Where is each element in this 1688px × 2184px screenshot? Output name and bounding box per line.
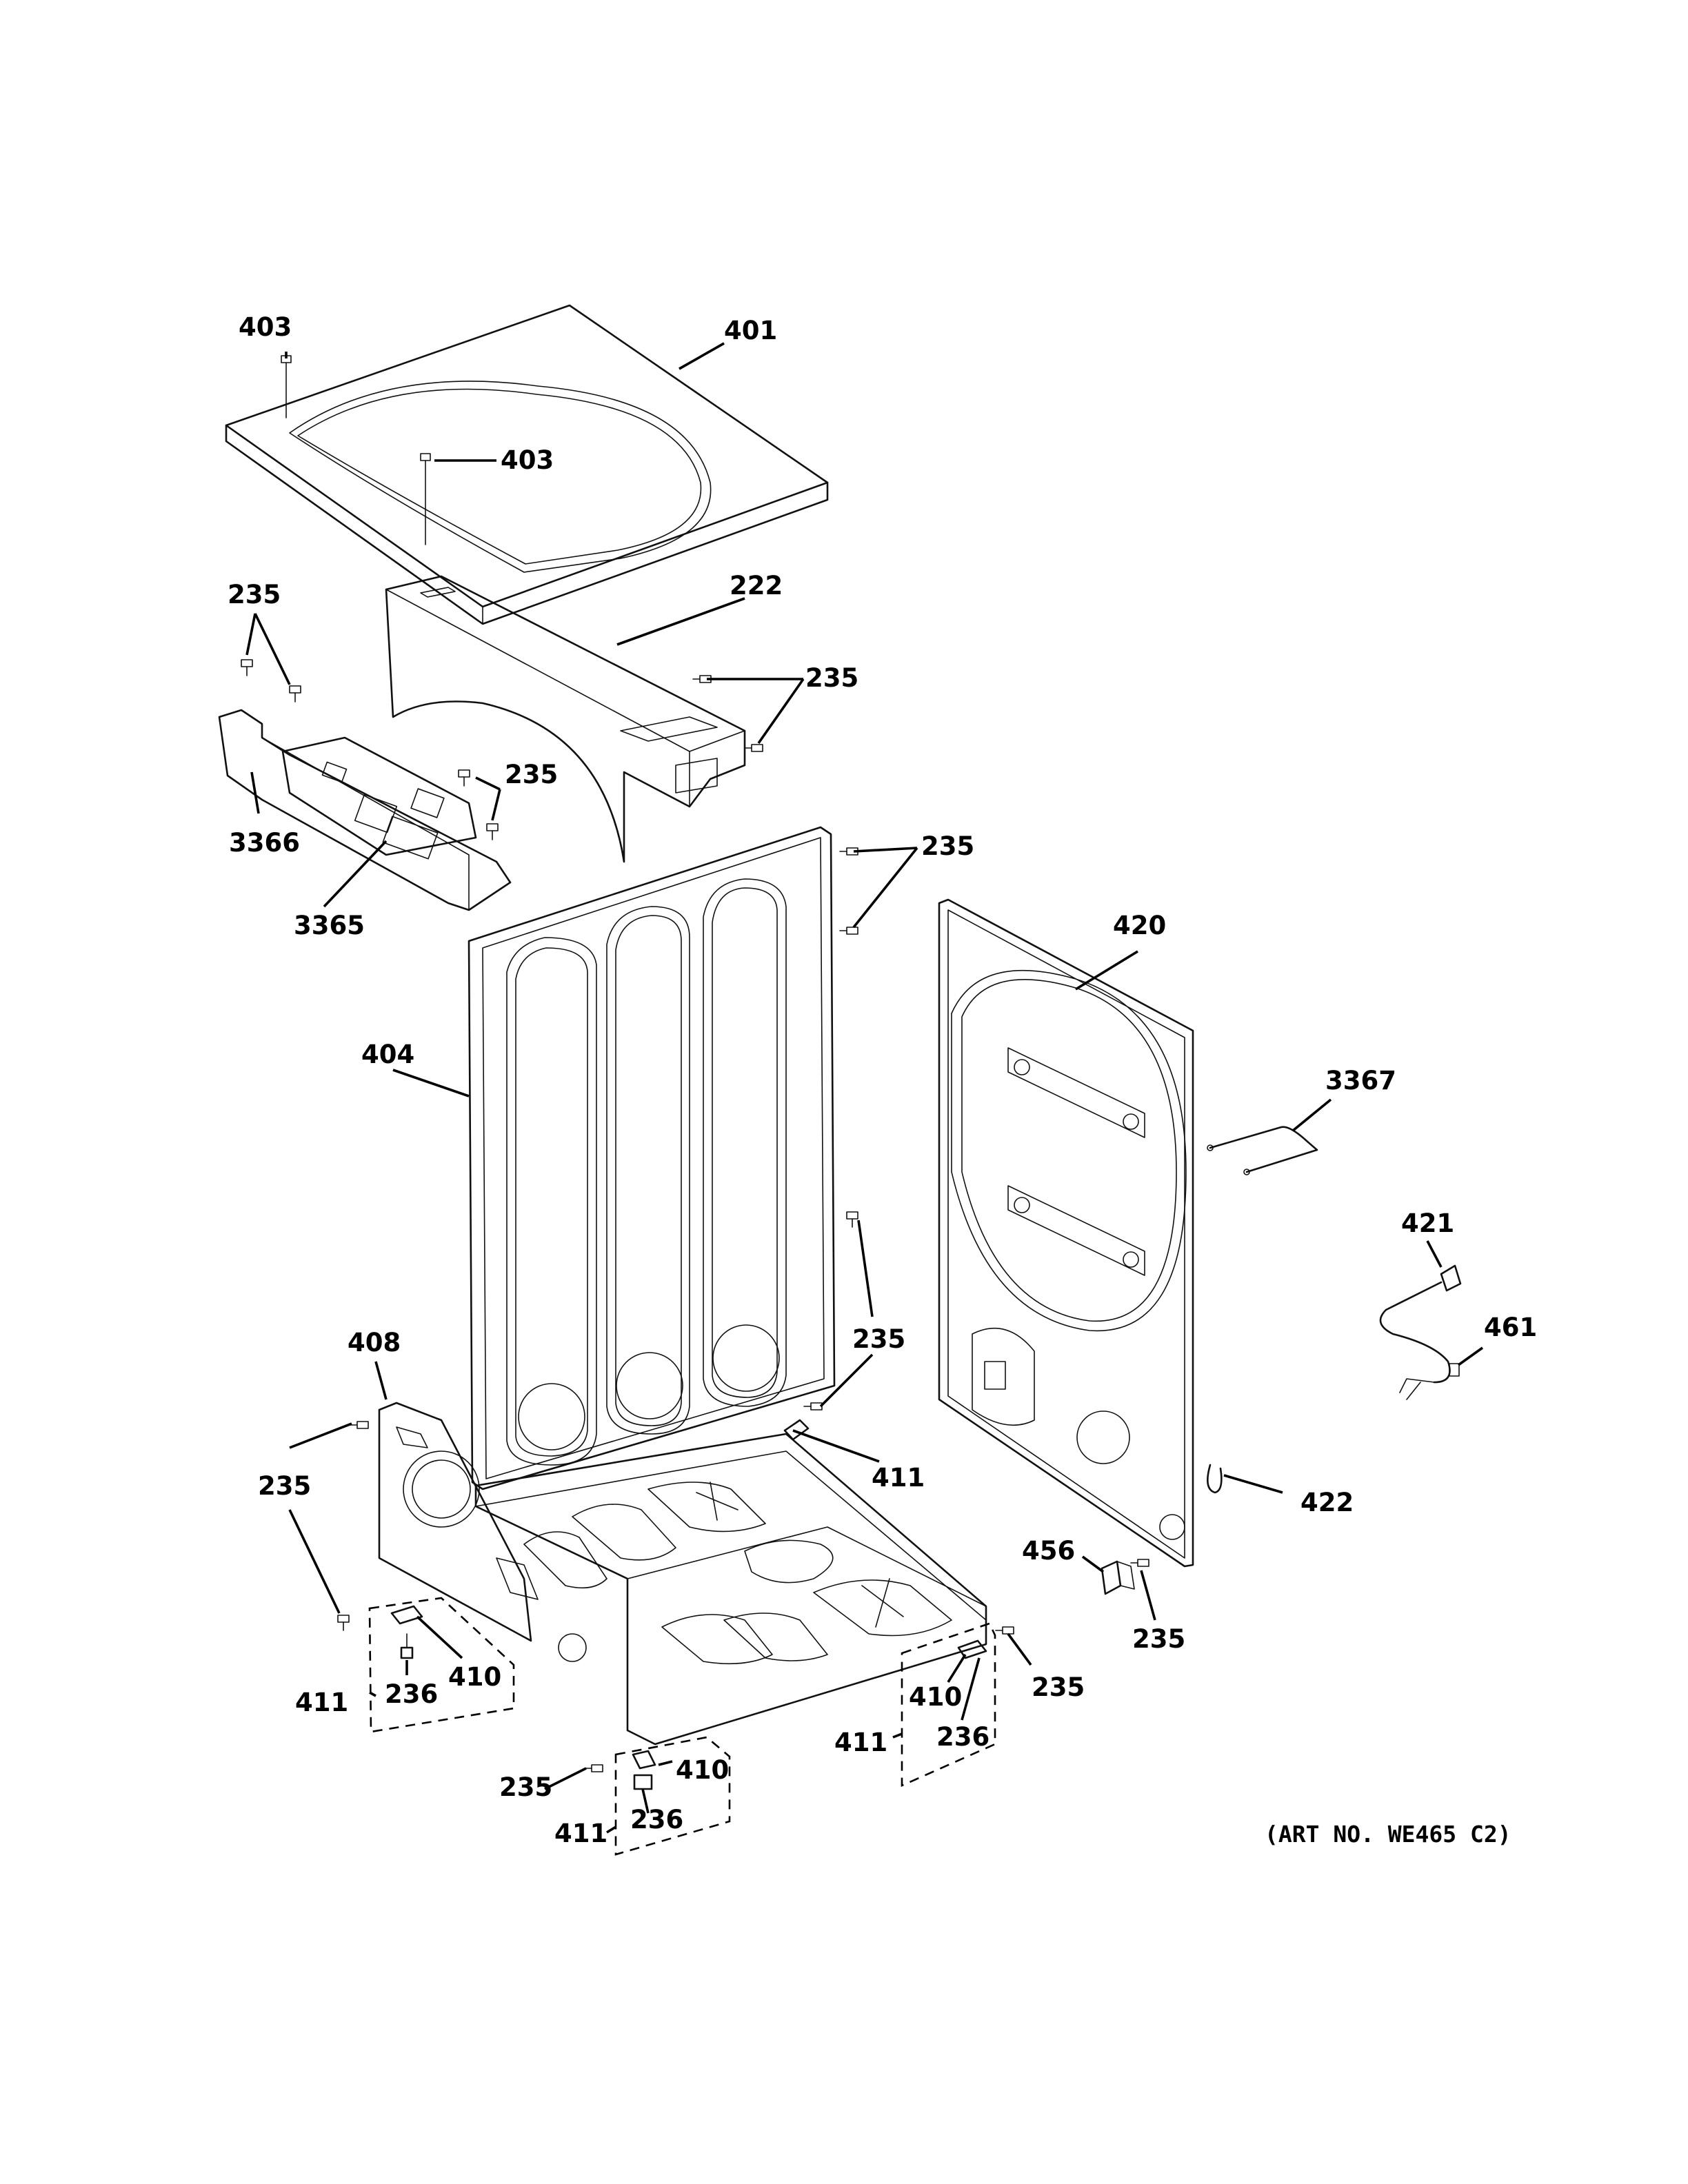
callout-236-a: 236 xyxy=(385,1679,438,1709)
callout-235-i: 235 xyxy=(499,1772,552,1802)
callout-403-a: 403 xyxy=(239,312,292,342)
callout-420: 420 xyxy=(1113,911,1166,940)
control-bracket-3366 xyxy=(218,709,512,911)
callout-235-g: 235 xyxy=(1132,1624,1185,1654)
leg-assembly-left xyxy=(390,1605,423,1659)
callout-411-a: 411 xyxy=(872,1463,925,1493)
callout-235-a: 235 xyxy=(228,580,281,609)
callout-labels: 403 401 403 235 222 235 235 3366 3365 23… xyxy=(228,312,1537,1848)
callout-236-c: 236 xyxy=(630,1805,683,1834)
leg-group-box-center xyxy=(614,1736,731,1856)
callout-410-a: 410 xyxy=(448,1662,501,1692)
callout-411-c: 411 xyxy=(834,1728,887,1757)
callout-235-b: 235 xyxy=(805,663,858,693)
callout-235-e: 235 xyxy=(852,1324,905,1354)
callout-235-f: 235 xyxy=(258,1471,311,1501)
callout-403-b: 403 xyxy=(501,445,554,475)
rear-panel-404 xyxy=(468,826,836,1490)
callout-456: 456 xyxy=(1022,1536,1075,1566)
callout-235-h: 235 xyxy=(1032,1672,1085,1702)
rod-3367 xyxy=(1207,1126,1318,1175)
callout-3366: 3366 xyxy=(229,828,300,858)
leg-assembly-center xyxy=(632,1750,656,1790)
screw-235-group-bottom xyxy=(337,1421,1149,1772)
base-frame xyxy=(474,1433,987,1746)
callout-461: 461 xyxy=(1484,1313,1537,1342)
left-side-panel-408 xyxy=(378,1402,532,1642)
callout-222: 222 xyxy=(730,571,783,600)
bracket-456 xyxy=(1101,1560,1135,1595)
callout-235-c: 235 xyxy=(505,760,558,789)
leader-lines xyxy=(245,342,1484,1834)
power-cord-421 xyxy=(1379,1264,1462,1400)
callout-235-d: 235 xyxy=(921,831,974,861)
top-cover-401 xyxy=(225,304,829,625)
leg-assembly-right xyxy=(957,1639,987,1659)
front-panel-420 xyxy=(938,898,1194,1568)
control-board-3365 xyxy=(281,736,477,860)
callout-404: 404 xyxy=(361,1040,414,1069)
clip-411-upper xyxy=(783,1419,810,1441)
art-number-label: (ART NO. WE465 C2) xyxy=(1265,1821,1511,1848)
callout-411-d: 411 xyxy=(554,1819,607,1848)
screw-235-group-top xyxy=(241,659,858,1410)
callout-410-b: 410 xyxy=(909,1682,962,1712)
strain-relief-422 xyxy=(1206,1464,1223,1494)
callout-3365: 3365 xyxy=(294,911,365,940)
callout-408: 408 xyxy=(348,1328,401,1357)
callout-410-c: 410 xyxy=(676,1755,729,1785)
callout-236-b: 236 xyxy=(936,1722,989,1752)
callout-422: 422 xyxy=(1300,1488,1354,1517)
rear-shroud-222 xyxy=(385,575,746,863)
leg-group-box-right xyxy=(901,1622,996,1788)
callout-411-b: 411 xyxy=(295,1688,348,1717)
callout-421: 421 xyxy=(1401,1209,1454,1238)
screw-403-a xyxy=(281,355,292,418)
callout-401: 401 xyxy=(724,316,777,345)
callout-3367: 3367 xyxy=(1325,1066,1396,1095)
screw-403-b xyxy=(420,453,431,545)
